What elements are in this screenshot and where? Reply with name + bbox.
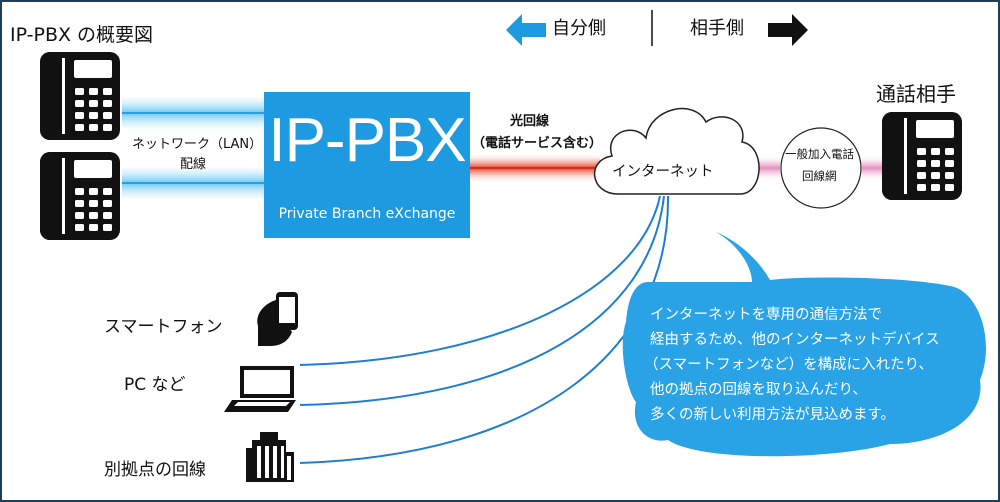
internet-links (299, 195, 670, 464)
remote-party-label: 通話相手 (876, 82, 956, 106)
callout-bubble (622, 232, 987, 457)
callout-line-4: 他の拠点の回線を取り込んだり、 (650, 382, 867, 398)
page-title: IP-PBX の概要図 (10, 24, 154, 46)
arrow-right-icon (768, 14, 808, 46)
building-icon (246, 432, 294, 482)
callout-line-5: 多くの新しい利用方法が見込めます。 (650, 407, 896, 423)
smartphone-label: スマートフォン (104, 317, 223, 337)
pc-label: PC など (124, 375, 186, 395)
fiber-label-line2: （電話サービス含む） (472, 136, 603, 151)
fiber-label-line1: 光回線 (510, 114, 550, 129)
pstn-label-line1: 一般加入電話 (785, 147, 854, 161)
desk-phone-icon (882, 112, 962, 200)
lan-label-line2: 配線 (180, 157, 207, 172)
smartphone-icon (257, 292, 298, 346)
arrow-left-icon (506, 14, 546, 46)
cloud-icon (594, 107, 760, 195)
branch-label: 別拠点の回線 (104, 460, 206, 480)
ip-pbx-box: IP-PBX Private Branch eXchange (264, 92, 470, 238)
self-side-label: 自分側 (552, 18, 606, 39)
peer-side-label: 相手側 (690, 18, 744, 39)
desk-phone-icon (40, 52, 120, 140)
ip-pbx-title: IP-PBX (268, 106, 466, 175)
ip-pbx-subtitle: Private Branch eXchange (278, 206, 456, 222)
callout-line-3: （スマートフォンなど）を構成に入れたり、 (644, 357, 933, 373)
pstn-circle (780, 127, 862, 209)
internet-label: インターネット (612, 164, 714, 180)
laptop-icon (224, 366, 296, 412)
lan-label-line1: ネットワーク（LAN） (132, 137, 263, 152)
callout-line-2: 経由するため、他のインターネットデバイス (650, 332, 940, 348)
callout-line-1: インターネットを専用の通信方法で (650, 307, 882, 323)
pstn-label-line2: 回線網 (802, 169, 837, 183)
desk-phone-icon (40, 152, 120, 240)
